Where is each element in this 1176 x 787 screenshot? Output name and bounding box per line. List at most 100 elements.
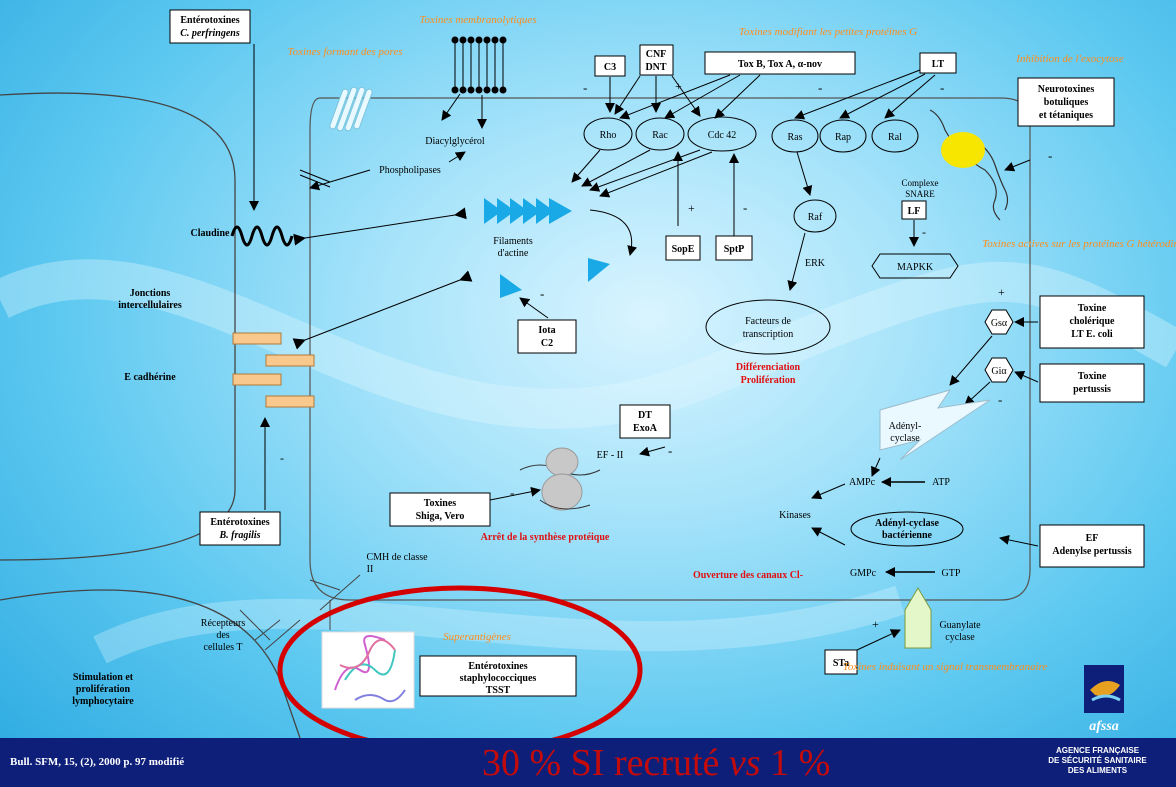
box-lt: [919, 52, 957, 74]
label-neurotox-1: Neurotoxines: [1038, 84, 1095, 95]
claudine-coil-icon: [230, 225, 294, 247]
label-rac: Rac: [652, 130, 668, 141]
node-raf: [793, 199, 837, 233]
label-channel-opening: Ouverture des canaux Cl-: [693, 570, 803, 581]
sign-minus-sptp: -: [743, 200, 747, 215]
label-complexe: Complexe: [902, 178, 939, 188]
label-phospholipases: Phospholipases: [379, 165, 441, 176]
label-staph-2: staphylococciques: [460, 673, 537, 684]
lipid-bilayer-icon: [451, 36, 507, 94]
label-kinases: Kinases: [779, 510, 811, 521]
label-sta: STa: [833, 658, 849, 669]
label-stimulation-2: prolifération: [76, 684, 131, 695]
label-efii: EF - II: [597, 450, 624, 461]
label-cmh-2: II: [367, 564, 374, 575]
node-ras: [771, 119, 819, 153]
footer-bar: Bull. SFM, 15, (2), 2000 p. 97 modifié 3…: [0, 738, 1176, 787]
box-pertussis: [1039, 363, 1145, 403]
pore-icon: [329, 86, 373, 132]
label-transmembrane: Toxines induisant un signal transmembran…: [843, 661, 1048, 673]
label-recepteurs: Récepteurs: [201, 618, 246, 629]
node-ral: [871, 119, 919, 153]
ecadherin-blocks: [232, 332, 315, 408]
neighbour-cell: [0, 92, 236, 561]
label-jonctions: Jonctions: [130, 288, 171, 299]
label-enterotox-cperf: Entérotoxines: [180, 15, 239, 26]
label-sope: SopE: [672, 244, 695, 255]
sign-minus-iota: -: [540, 286, 544, 301]
node-rap: [819, 119, 867, 153]
label-exocytosis: Inhibition de l'exocytose: [1015, 53, 1124, 65]
sign-plus-sope: +: [688, 201, 695, 215]
box-lf: [901, 200, 927, 220]
label-adcyc-bact-1: Adényl-cyclase: [875, 518, 939, 529]
box-cholera: [1039, 295, 1145, 349]
label-bfrag: B. fragilis: [218, 530, 260, 541]
label-shiga-2: Shiga, Vero: [416, 511, 465, 522]
afssa-logo-text: afssa: [1089, 719, 1119, 734]
reference-text: Bull. SFM, 15, (2), 2000 p. 97 modifié: [10, 756, 185, 768]
label-erk: ERK: [805, 258, 826, 269]
protein-ribbon-icon: [334, 635, 406, 703]
box-shiga: [389, 492, 491, 527]
node-mapkk: [871, 253, 959, 279]
label-cnf: CNF: [646, 49, 667, 60]
label-guanylate-1: Guanylate: [939, 620, 981, 631]
label-cholera-2: cholérique: [1070, 316, 1116, 327]
label-cholera-3: LT E. coli: [1071, 329, 1113, 340]
label-lf: LF: [908, 206, 921, 217]
box-enterotox-cperf: [169, 9, 251, 44]
label-recepteurs-3: cellules T: [204, 642, 243, 653]
node-gia: [984, 357, 1014, 383]
label-enterotox-bfrag: Entérotoxines: [210, 517, 269, 528]
label-dt: DT: [638, 410, 652, 421]
label-cholera-1: Toxine: [1078, 303, 1107, 314]
sign-minus-lf: -: [922, 225, 926, 239]
box-sta: [824, 649, 858, 675]
label-rap: Rap: [835, 132, 851, 143]
node-gsa: [984, 309, 1014, 335]
label-synthesis-stop: Arrêt de la synthèse protéique: [481, 532, 610, 543]
afssa-logo: afssa: [1084, 665, 1124, 734]
label-toxb: Tox B, Tox A, α-nov: [738, 59, 822, 70]
box-cnf-dnt: [639, 44, 674, 76]
label-adcyc-bact-2: bactérienne: [882, 530, 933, 541]
label-actine: d'actine: [498, 248, 529, 259]
label-membranolytic: Toxines membranolytiques: [419, 14, 536, 26]
ribosome-icon: [519, 447, 601, 511]
label-heterotrimeric: Toxines actives sur les protéines G hété…: [982, 238, 1176, 250]
box-c3: [594, 55, 626, 77]
sign-minus-toxb: -: [818, 80, 822, 95]
headline-vs: vs: [728, 742, 761, 784]
box-toxb: [704, 51, 856, 75]
headline-text: 30 % SI recruté vs 1 %: [482, 741, 830, 785]
node-rac: [635, 117, 685, 151]
box-sptp: [715, 235, 753, 261]
label-sptp: SptP: [724, 244, 745, 255]
label-stimulation: Stimulation et: [73, 672, 134, 683]
label-pore-forming: Toxines formant des pores: [288, 46, 403, 58]
label-cdc42: Cdc 42: [708, 130, 737, 141]
sign-minus-c3: -: [583, 80, 587, 95]
label-cperf: C. perfringens: [180, 28, 240, 39]
node-transcription: [705, 299, 831, 355]
label-ral: Ral: [888, 132, 902, 143]
sign-plus-sta: +: [872, 617, 879, 631]
label-ecadherine: E cadhérine: [124, 372, 176, 383]
node-rho: [583, 117, 633, 151]
label-lt: LT: [932, 59, 945, 70]
label-transcription-2: transcription: [743, 329, 794, 340]
label-shiga-1: Toxines: [424, 498, 457, 509]
label-adenyl-1: Adényl-: [889, 421, 922, 432]
label-ampc: AMPc: [849, 477, 876, 488]
sign-minus-bfrag: -: [280, 451, 284, 465]
label-superantigens: Superantigènes: [443, 631, 511, 643]
agency-name: AGENCE FRANÇAISE DE SÉCURITÉ SANITAIRE D…: [1030, 746, 1165, 776]
label-small-g: Toxines modifiant les petites protéines …: [739, 26, 918, 38]
sign-plus-cholera: +: [998, 285, 1005, 299]
label-cmh: CMH de classe: [366, 552, 428, 563]
label-mapkk: MAPKK: [897, 262, 934, 273]
label-filaments: Filaments: [493, 236, 533, 247]
label-pertussis-1: Toxine: [1078, 371, 1107, 382]
label-staph-1: Entérotoxines: [468, 661, 527, 672]
